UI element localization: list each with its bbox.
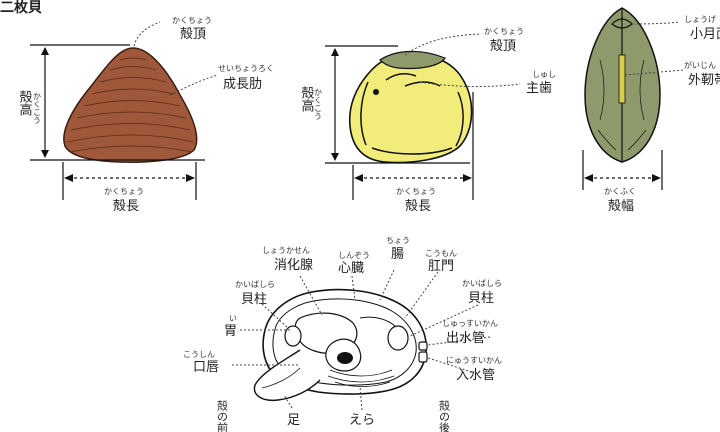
digestive-gland-ruby: しょうかせん — [262, 246, 310, 255]
growth-line-ruby: せいちょうろく — [218, 64, 274, 73]
middle-apex-ruby: かくちょう — [484, 27, 524, 36]
digestive-gland-label: 消化腺 — [274, 258, 313, 273]
middle-shell — [348, 52, 473, 164]
adductor-left-ruby: かいばしら — [235, 280, 275, 289]
left-length-label: 殻長 — [113, 199, 139, 214]
stomach-ruby: い — [229, 314, 237, 323]
middle-length-label: 殻長 — [405, 199, 431, 214]
growth-line-label: 成長肋 — [223, 77, 262, 92]
left-growth-lines — [66, 57, 194, 153]
left-shell-view: かくちょう 殻頂 せいちょうろく 成長肋 かくちょう 殻長 殻高 かくこう — [17, 16, 275, 214]
heart-ruby: しんぞう — [338, 251, 370, 260]
adductor-right-label: 貝柱 — [468, 291, 494, 306]
anatomy-foot — [253, 349, 321, 402]
middle-length-ruby: かくちょう — [396, 187, 436, 196]
foot-label: 足 — [287, 413, 300, 428]
middle-hinge — [379, 50, 446, 70]
left-apex-ruby: かくちょう — [172, 16, 212, 25]
anatomy-view: しょうかせん 消化腺 しんぞう 心臓 ちょう 腸 こうもん 肛門 かいばしら 貝… — [183, 236, 502, 432]
shell-front-label: 殻の前 — [216, 399, 229, 432]
incurrent-label: 入水管 — [456, 368, 495, 383]
excurrent-ruby: しゅっすいかん — [442, 319, 498, 328]
width-label: 殻幅 — [608, 199, 634, 214]
stomach-label: 胃 — [224, 324, 237, 339]
anus-ruby: こうもん — [425, 249, 457, 258]
left-length-ruby: かくちょう — [104, 187, 144, 196]
intestine-ruby: ちょう — [386, 236, 410, 245]
heart-label: 心臓 — [338, 261, 364, 276]
shell-back-label: 殻の後 — [438, 399, 451, 432]
right-shell-view: しょうげ 小月面 がいじん 外靭帯 かくふく 殻幅 — [582, 7, 720, 214]
left-apex-label: 殻頂 — [180, 27, 206, 42]
incurrent-ruby: にゅうすいかん — [446, 356, 502, 365]
left-height-ruby: かくこう — [33, 92, 42, 124]
labial-palp-label: 口唇 — [193, 360, 219, 375]
excurrent-label: 出水管 — [446, 331, 485, 346]
gills-label: えら — [349, 413, 375, 428]
adductor-left-label: 貝柱 — [241, 292, 267, 307]
middle-height-label: 殻高 — [299, 86, 315, 112]
ligament-label: 外靭帯 — [688, 73, 720, 88]
intestine-label: 腸 — [391, 247, 404, 262]
middle-shell-view: かくちょう 殻頂 しゅし 主歯 かくちょう 殻長 殻高 かくこう — [299, 27, 557, 214]
labial-palp-ruby: こうしん — [183, 350, 215, 359]
adductor-right-ruby: かいばしら — [462, 279, 502, 288]
teeth-label: 主歯 — [526, 81, 552, 96]
middle-height-ruby: かくこう — [314, 88, 323, 120]
lunule-label: 小月面 — [690, 27, 720, 42]
teeth-ruby: しゅし — [532, 70, 556, 79]
lunule-ruby: しょうげ — [684, 15, 716, 24]
left-height-label: 殻高 — [17, 90, 33, 116]
anatomy-gills — [327, 369, 395, 387]
anus-label: 肛門 — [428, 259, 454, 274]
left-shell — [63, 47, 198, 163]
ligament-ruby: がいじん — [684, 60, 716, 70]
width-ruby: かくふく — [604, 187, 636, 196]
page-title: 二枚貝 — [0, 0, 42, 16]
middle-apex-label: 殻頂 — [490, 39, 516, 54]
